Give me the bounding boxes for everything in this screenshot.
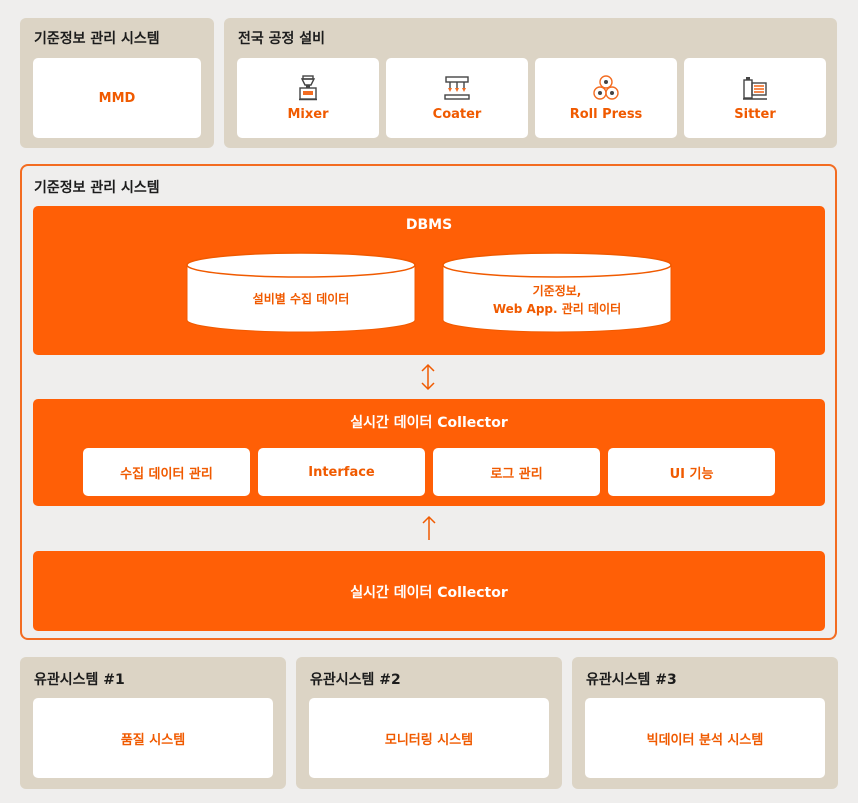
collector-block[interactable]: 실시간 데이터 Collector 수집 데이터 관리 Interface 로그… (33, 399, 825, 506)
module-log-management[interactable]: 로그 관리 (433, 448, 600, 496)
equipment-card-coater[interactable]: Coater (386, 58, 528, 138)
equipment-label: Roll Press (569, 106, 643, 122)
related-system-panel-1: 유관시스템 #1 품질 시스템 (20, 657, 286, 789)
bottom-collector-block[interactable]: 실시간 데이터 Collector (33, 551, 825, 631)
module-label: UI 기능 (669, 466, 714, 482)
sitter-icon (743, 76, 767, 100)
db-label-line2: Web App. 관리 데이터 (492, 302, 622, 316)
equipment-card-roll-press[interactable]: Roll Press (535, 58, 677, 138)
collector-title: 실시간 데이터 Collector (350, 415, 508, 431)
database-cylinder-reference-data[interactable]: 기준정보, Web App. 관리 데이터 (442, 252, 672, 334)
module-ui-function[interactable]: UI 기능 (608, 448, 775, 496)
dbms-block[interactable]: DBMS 설비별 수집 데이터 기준정보, Web App. 관리 데이터 (33, 206, 825, 355)
module-label: 로그 관리 (490, 466, 543, 482)
system-label: 품질 시스템 (120, 732, 186, 748)
module-collected-data-management[interactable]: 수집 데이터 관리 (83, 448, 250, 496)
bottom-collector-title: 실시간 데이터 Collector (350, 585, 508, 601)
related-system-panel-2: 유관시스템 #2 모니터링 시스템 (296, 657, 562, 789)
equipment-label: Coater (432, 106, 482, 122)
equipment-card-sitter[interactable]: Sitter (684, 58, 826, 138)
mixer-icon (299, 74, 317, 100)
reference-system-panel: 기준정보 관리 시스템 MMD (20, 18, 214, 148)
panel-title: 기준정보 관리 시스템 (34, 31, 160, 47)
monitoring-system-card[interactable]: 모니터링 시스템 (309, 698, 549, 778)
coater-icon (444, 75, 470, 100)
panel-title: 유관시스템 #3 (586, 672, 677, 688)
mmd-label: MMD (98, 90, 136, 106)
panel-title: 유관시스템 #2 (310, 672, 401, 688)
up-arrow-icon (422, 515, 436, 540)
database-icon (442, 252, 672, 333)
mmd-card[interactable]: MMD (33, 58, 201, 138)
quality-system-card[interactable]: 품질 시스템 (33, 698, 273, 778)
system-label: 모니터링 시스템 (384, 732, 474, 748)
panel-title: 유관시스템 #1 (34, 672, 125, 688)
db-label: 설비별 수집 데이터 (252, 292, 350, 306)
roll-press-icon (593, 74, 619, 100)
equipment-label: Sitter (734, 106, 776, 122)
panel-title: 전국 공정 설비 (238, 31, 326, 47)
equipment-label: Mixer (287, 106, 329, 122)
module-label: Interface (308, 464, 375, 480)
main-system-frame: 기준정보 관리 시스템 DBMS 설비별 수집 데이터 기준정보, Web Ap… (20, 164, 837, 640)
module-label: 수집 데이터 관리 (120, 466, 213, 482)
system-label: 빅데이터 분석 시스템 (646, 732, 764, 748)
db-label-line1: 기준정보, (532, 284, 582, 298)
database-cylinder-collected-data[interactable]: 설비별 수집 데이터 (186, 252, 416, 334)
dbms-title: DBMS (405, 217, 453, 233)
main-system-title: 기준정보 관리 시스템 (34, 180, 160, 196)
database-icon (186, 252, 416, 333)
equipment-panel: 전국 공정 설비 Mixer Coater (224, 18, 837, 148)
equipment-card-mixer[interactable]: Mixer (237, 58, 379, 138)
related-system-panel-3: 유관시스템 #3 빅데이터 분석 시스템 (572, 657, 838, 789)
bidirectional-arrow-icon (421, 363, 435, 391)
bigdata-system-card[interactable]: 빅데이터 분석 시스템 (585, 698, 825, 778)
module-interface[interactable]: Interface (258, 448, 425, 496)
